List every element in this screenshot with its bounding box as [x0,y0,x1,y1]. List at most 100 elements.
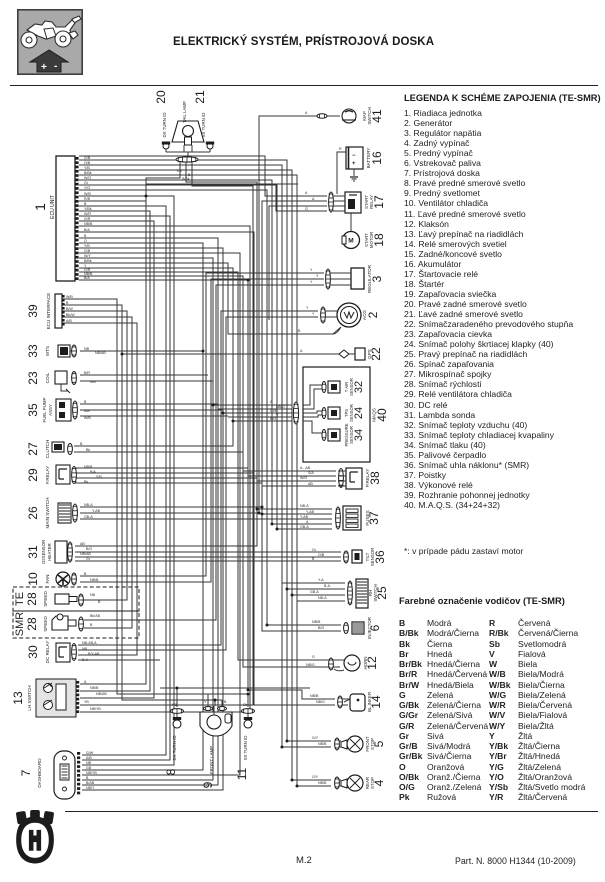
svg-text:START: START [364,233,369,247]
svg-text:31: 31 [26,545,40,559]
svg-text:S/B: S/B [90,380,96,384]
svg-text:Y/Bk: Y/Bk [84,207,92,211]
svg-text:GB-A: GB-A [300,525,309,529]
svg-text:8: 8 [164,768,178,775]
svg-text:37: 37 [367,511,381,525]
svg-text:A/B: A/B [86,756,92,760]
svg-text:NB/YB: NB/YB [90,707,101,711]
svg-text:Gr: Gr [86,557,91,561]
svg-text:W/R: W/R [84,212,91,216]
svg-text:Y: Y [84,264,87,268]
svg-text:W/G: W/G [300,476,307,480]
svg-text:Y: Y [312,312,315,316]
svg-text:PRESSURE: PRESSURE [344,423,349,446]
svg-text:W/B: W/B [66,295,73,299]
svg-text:NB/B: NB/B [312,620,321,624]
svg-text:B: B [84,234,87,238]
svg-text:27: 27 [26,442,40,456]
svg-text:−: − [352,153,356,159]
svg-text:G/B: G/B [84,156,91,160]
svg-text:TILT: TILT [365,552,370,561]
svg-text:FRONT LAMP: FRONT LAMP [209,746,214,774]
svg-text:A/B: A/B [66,319,72,323]
svg-text:G: G [312,655,315,659]
svg-text:Y-AB: Y-AB [92,509,101,513]
svg-text:G/Y: G/Y [312,775,319,779]
svg-text:30: 30 [26,645,40,659]
svg-text:NB: NB [90,593,96,597]
svg-text:W/B: W/B [84,416,91,420]
svg-text:A/B: A/B [84,409,90,413]
svg-text:B: B [298,329,301,333]
svg-text:34: 34 [353,429,365,441]
svg-text:BL.INKER: BL.INKER [367,692,372,712]
svg-text:B: B [84,400,87,404]
svg-text:B: B [90,623,93,627]
svg-text:G/W: G/W [86,751,94,755]
svg-text:2: 2 [366,311,380,318]
svg-text:1: 1 [32,203,48,211]
svg-text:SENSOR: SENSOR [349,378,354,396]
svg-text:B/Bk: B/Bk [84,171,92,175]
svg-text:ASSY: ASSY [48,404,53,416]
svg-text:NB/YB: NB/YB [86,771,97,775]
svg-text:Y: Y [204,700,207,704]
svg-text:O: O [84,239,87,243]
svg-text:A: A [305,111,308,115]
svg-text:NB/AB: NB/AB [80,552,91,556]
svg-text:GB: GB [86,766,92,770]
svg-text:A: A [305,191,308,195]
svg-text:B: B [86,776,89,780]
svg-text:GB-A: GB-A [310,590,319,594]
svg-text:B: B [66,301,69,305]
svg-text:MOTOR: MOTOR [369,232,374,248]
svg-text:Bk: Bk [86,448,90,452]
svg-text:NB: NB [82,647,88,651]
svg-text:SWITCH: SWITCH [367,107,372,124]
svg-text:MAQS: MAQS [372,408,377,422]
svg-text:T AIR: T AIR [344,382,349,392]
svg-text:B/R: B/R [84,371,90,375]
svg-text:SX TURN ID: SX TURN ID [243,736,248,761]
svg-text:B: B [84,572,87,576]
svg-text:Gr/B: Gr/B [270,409,278,413]
svg-text:GB-A: GB-A [84,515,93,519]
svg-text:41: 41 [370,109,384,123]
svg-text:FRONT: FRONT [365,736,370,751]
svg-text:NB/B: NB/B [310,694,319,698]
svg-text:NB/B: NB/B [318,781,327,785]
svg-text:25: 25 [375,586,389,600]
svg-text:Y/B: Y/B [176,169,182,173]
svg-text:11: 11 [235,767,249,780]
svg-text:12: 12 [365,656,379,670]
svg-text:20: 20 [154,90,168,104]
svg-text:38: 38 [368,471,382,485]
svg-text:NB/B: NB/B [84,222,93,226]
svg-text:AB: AB [308,482,313,486]
svg-text:24: 24 [353,407,365,419]
svg-text:G/R: G/R [84,268,91,272]
svg-text:B: B [84,202,87,206]
svg-text:V: V [276,413,279,417]
svg-text:NB: NB [86,761,92,765]
svg-text:FUEL PUMP: FUEL PUMP [42,397,47,422]
svg-text:SWITCH: SWITCH [373,584,378,601]
svg-text:B/Bk: B/Bk [182,177,190,181]
svg-text:28: 28 [25,617,39,631]
svg-text:NB: NB [84,347,90,351]
svg-text:NB/B: NB/B [90,578,99,582]
svg-text:B/A: B/A [84,276,90,280]
svg-text:HORN: HORN [363,657,368,670]
svg-text:R: R [339,147,342,151]
svg-text:W/B: W/B [84,192,91,196]
svg-text:NB/B: NB/B [90,686,99,690]
svg-text:Gr: Gr [84,181,89,185]
svg-text:10: 10 [26,572,40,586]
svg-text:SENSOR: SENSOR [349,404,354,422]
svg-text:F.RELAY: F.RELAY [45,466,50,484]
svg-text:A - AB: A - AB [300,466,311,470]
svg-text:MAP: MAP [362,111,367,121]
svg-text:29: 29 [26,468,40,482]
svg-text:S/B: S/B [96,475,102,479]
svg-text:W/G: W/G [84,176,91,180]
